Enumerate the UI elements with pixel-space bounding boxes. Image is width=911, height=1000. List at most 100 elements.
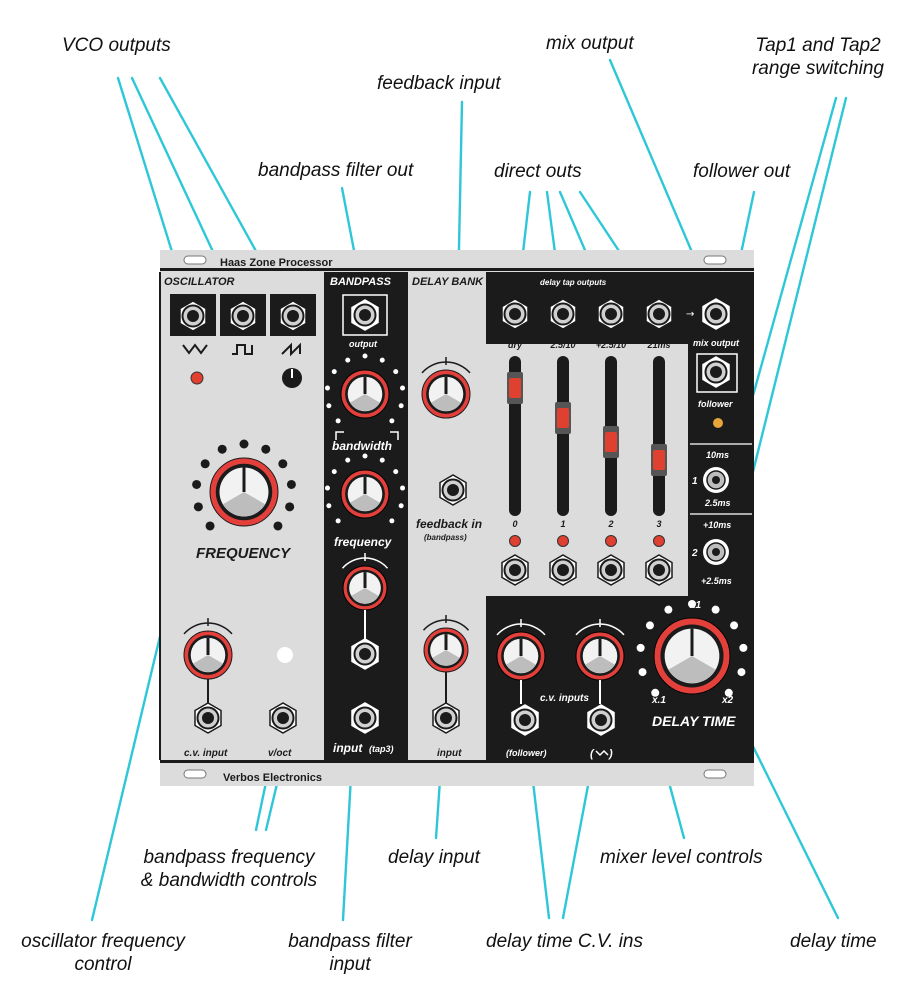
- mix-output-jack[interactable]: [702, 298, 730, 330]
- voct-input-jack[interactable]: [269, 702, 297, 734]
- bp-frequency-label: frequency: [334, 535, 393, 549]
- sw1-number: 1: [692, 476, 698, 487]
- slider-number: 2: [607, 519, 613, 529]
- mixer-channel-jack-2[interactable]: [597, 554, 625, 586]
- feedback-in-label: feedback in: [416, 517, 482, 531]
- bp-frequency-knob[interactable]: [324, 453, 406, 524]
- osc-square-output-jack[interactable]: [229, 300, 257, 332]
- bandpass-input-jack[interactable]: [351, 702, 379, 734]
- sw1-bottom-label: 2.5ms: [704, 498, 731, 508]
- x2-label: x2: [721, 695, 734, 706]
- bp-input-tap-label: (tap3): [369, 744, 394, 754]
- tap3-output-jack-socket[interactable]: [645, 298, 673, 330]
- bp-input-label: input: [333, 741, 363, 755]
- module-name: Haas Zone Processor: [220, 257, 333, 269]
- waveform-icons: [182, 342, 301, 357]
- cv-inputs-label: c.v. inputs: [540, 693, 589, 704]
- osc-saw-output-jack[interactable]: [279, 300, 307, 332]
- feedback-in-sub-label: (bandpass): [424, 533, 467, 542]
- delay-cv-follower-input-jack[interactable]: [511, 704, 539, 736]
- bandwidth-label: bandwidth: [332, 439, 392, 453]
- section-oscillator: OSCILLATOR: [164, 276, 235, 288]
- section-bandpass: BANDPASS: [330, 276, 392, 288]
- mixer-led-0: [509, 535, 521, 547]
- svg-text:→: →: [686, 309, 694, 320]
- frequency-label: FREQUENCY: [196, 545, 292, 562]
- osc-triangle-output-jack[interactable]: [179, 300, 207, 332]
- delay-cv2-attenuator-knob[interactable]: [575, 619, 625, 681]
- callout-bp-freq-bw-line2: & bandwidth controls: [140, 870, 318, 891]
- x-point-1-label: x.1: [651, 695, 666, 706]
- tap-label: dry: [508, 340, 523, 350]
- callout-direct-outs: direct outs: [494, 161, 582, 182]
- sw1-top-label: 10ms: [706, 450, 729, 460]
- feedback-input-jack[interactable]: [439, 474, 467, 506]
- follower-box: [696, 353, 738, 393]
- tap2-output-jack-socket[interactable]: [597, 298, 625, 330]
- follower-label: follower: [698, 399, 733, 409]
- tap-label: 21ms: [646, 340, 670, 350]
- callout-follower-out: follower out: [693, 161, 791, 182]
- oscillator-cv-input-jack[interactable]: [194, 702, 222, 734]
- callout-bp-filter-input-line2: input: [329, 954, 371, 975]
- callout-delay-time: delay time: [790, 931, 877, 952]
- callout-bandpass-filter-out: bandpass filter out: [258, 160, 414, 181]
- callout-bp-freq-bw-line1: bandpass frequency: [143, 847, 315, 868]
- mixer-led-3: [653, 535, 665, 547]
- mixer-level-slider-2[interactable]: [603, 356, 619, 516]
- callout-delay-time-cv-ins: delay time C.V. ins: [486, 931, 643, 952]
- mixer-channel-jack-0[interactable]: [501, 554, 529, 586]
- mixer-level-slider-0[interactable]: [507, 356, 523, 516]
- saw-wave-icon: [281, 342, 301, 357]
- callout-mixer-level-controls: mixer level controls: [600, 847, 763, 868]
- tap2-range-switch[interactable]: [703, 539, 729, 565]
- callout-tap-range-line1: Tap1 and Tap2: [755, 35, 881, 56]
- feedback-level-knob[interactable]: [421, 357, 471, 419]
- dry-output-jack-socket[interactable]: [501, 298, 529, 330]
- mixer-channel-jack-1[interactable]: [549, 554, 577, 586]
- mixer-led-2: [605, 535, 617, 547]
- delay-cv-triangle-input-jack[interactable]: [587, 704, 615, 736]
- callout-osc-freq-line2: control: [74, 954, 132, 975]
- delay-input-label: input: [437, 748, 462, 759]
- delay-time-knob[interactable]: [636, 600, 748, 697]
- mixer-channel-jack-3[interactable]: [645, 554, 673, 586]
- square-wave-icon: [232, 344, 253, 355]
- sw2-number: 2: [691, 548, 698, 559]
- callout-bandpass-freq-bw: bandpass frequency & bandwidth controls: [120, 846, 338, 892]
- oscillator-frequency-knob[interactable]: [192, 439, 296, 531]
- delay-input-level-knob[interactable]: [422, 615, 470, 673]
- bandpass-output-jack[interactable]: [351, 299, 379, 331]
- callout-delay-input: delay input: [388, 847, 480, 868]
- delay-time-label: DELAY TIME: [652, 713, 736, 729]
- oscillator-cv-attenuator-knob[interactable]: [183, 618, 233, 680]
- bandwidth-knob[interactable]: [324, 353, 406, 424]
- tap1-range-switch[interactable]: [703, 467, 729, 493]
- section-delay-bank: DELAY BANK: [412, 276, 484, 288]
- cv-triangle-label: (: [590, 748, 595, 760]
- follower-output-jack[interactable]: [702, 356, 730, 388]
- bp-cv-attenuator-knob[interactable]: [341, 553, 389, 611]
- mix-output-label: mix output: [693, 338, 740, 348]
- follower-led: [713, 418, 723, 428]
- callout-tap-range-switching: Tap1 and Tap2 range switching: [743, 34, 893, 80]
- mixer-level-slider-3[interactable]: [651, 356, 667, 516]
- cv-triangle-icon: [595, 749, 609, 757]
- sw2-top-label: +10ms: [703, 520, 731, 530]
- mixer-led-1: [557, 535, 569, 547]
- callout-tap-range-line2: range switching: [751, 58, 885, 79]
- mixer-level-slider-1[interactable]: [555, 356, 571, 516]
- voct-label: v/oct: [268, 748, 292, 759]
- tap1-output-jack-socket[interactable]: [549, 298, 577, 330]
- svg-text:): ): [608, 748, 613, 760]
- delay-input-jack[interactable]: [432, 702, 460, 734]
- delay-tap-outputs-label: delay tap outputs: [540, 278, 607, 287]
- delay-cv1-attenuator-knob[interactable]: [496, 619, 546, 681]
- cv-input-label: c.v. input: [184, 748, 228, 759]
- slider-number: 0: [512, 519, 517, 529]
- callout-oscillator-frequency: oscillator frequency control: [0, 930, 206, 976]
- bp-cv-input-jack[interactable]: [351, 638, 379, 670]
